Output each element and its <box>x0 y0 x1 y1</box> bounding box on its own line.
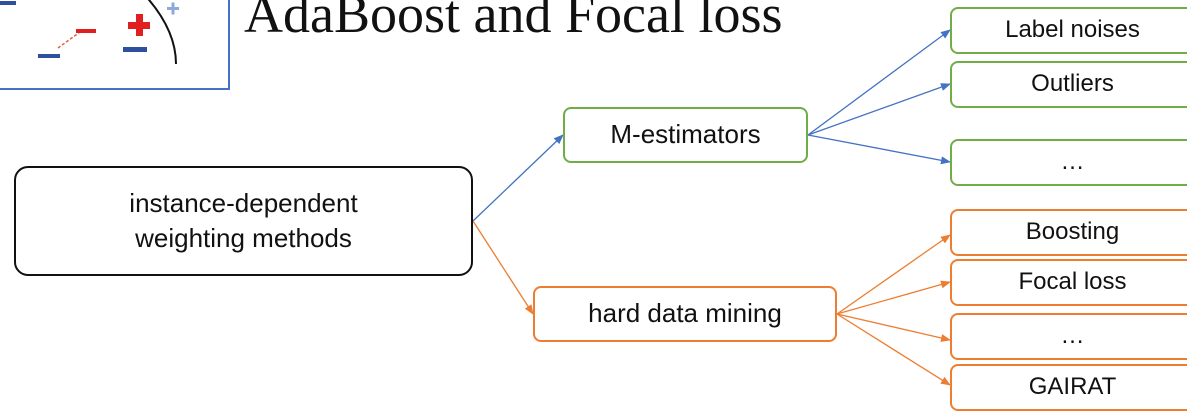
leaf-gairat: GAIRAT <box>950 364 1187 411</box>
hard-data-mining-node: hard data mining <box>533 286 837 342</box>
leaf-label-noises: Label noises <box>950 7 1187 54</box>
root-line-1: instance-dependent <box>129 187 358 218</box>
root-line-2: weighting methods <box>135 223 352 253</box>
page-title: AdaBoost and Focal loss <box>244 0 783 44</box>
m-estimators-node: M-estimators <box>563 107 808 163</box>
leaf-outliers: Outliers <box>950 61 1187 108</box>
boosting-illustration-icon <box>0 0 230 90</box>
root-node: instance-dependent weighting methods <box>14 166 473 276</box>
leaf-focal-loss: Focal loss <box>950 259 1187 306</box>
leaf-h-ellipsis: … <box>950 313 1187 360</box>
leaf-boosting: Boosting <box>950 209 1187 256</box>
leaf-m-ellipsis: … <box>950 139 1187 186</box>
